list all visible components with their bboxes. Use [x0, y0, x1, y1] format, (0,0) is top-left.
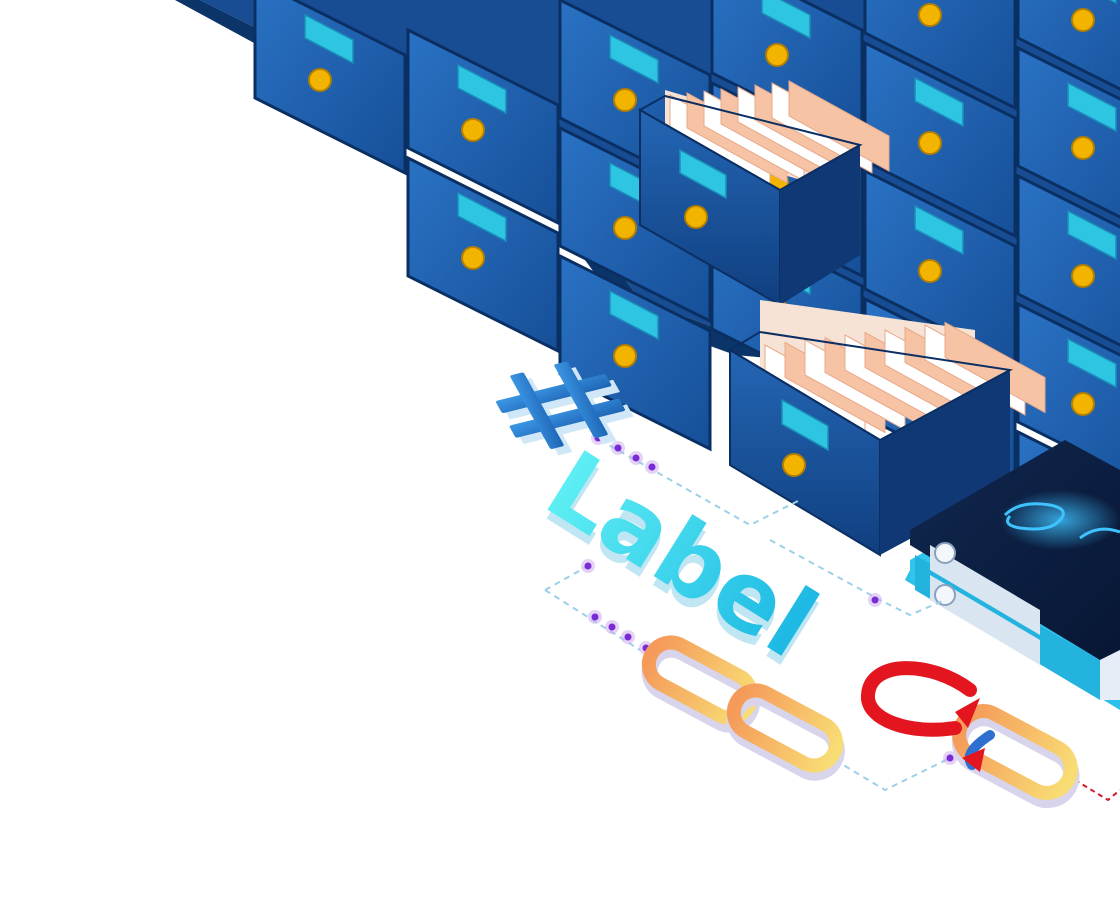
- hashtag-icon: [495, 361, 634, 456]
- drawer-front: [558, 253, 712, 452]
- drawer-front: [1016, 0, 1120, 91]
- drawer-front: [1016, 301, 1120, 475]
- drawer-front: [406, 27, 560, 226]
- drawer-front: [253, 0, 407, 176]
- drawer-front: [863, 0, 1017, 111]
- binder-folder-icon: [905, 440, 1120, 710]
- open-drawer-lower: [728, 300, 1046, 557]
- drawer-front: [406, 155, 560, 354]
- chain-link-icon: [641, 635, 845, 781]
- drawer-front: [1016, 173, 1120, 347]
- paperclip-icon: [1003, 502, 1120, 540]
- drawer-front: [863, 40, 1017, 239]
- drawer-front: [1016, 45, 1120, 219]
- open-drawer-upper: [637, 80, 890, 307]
- broken-link-icon: [861, 661, 1080, 809]
- red-dashed-connector: [1074, 779, 1120, 802]
- drawer-papers: [669, 80, 890, 186]
